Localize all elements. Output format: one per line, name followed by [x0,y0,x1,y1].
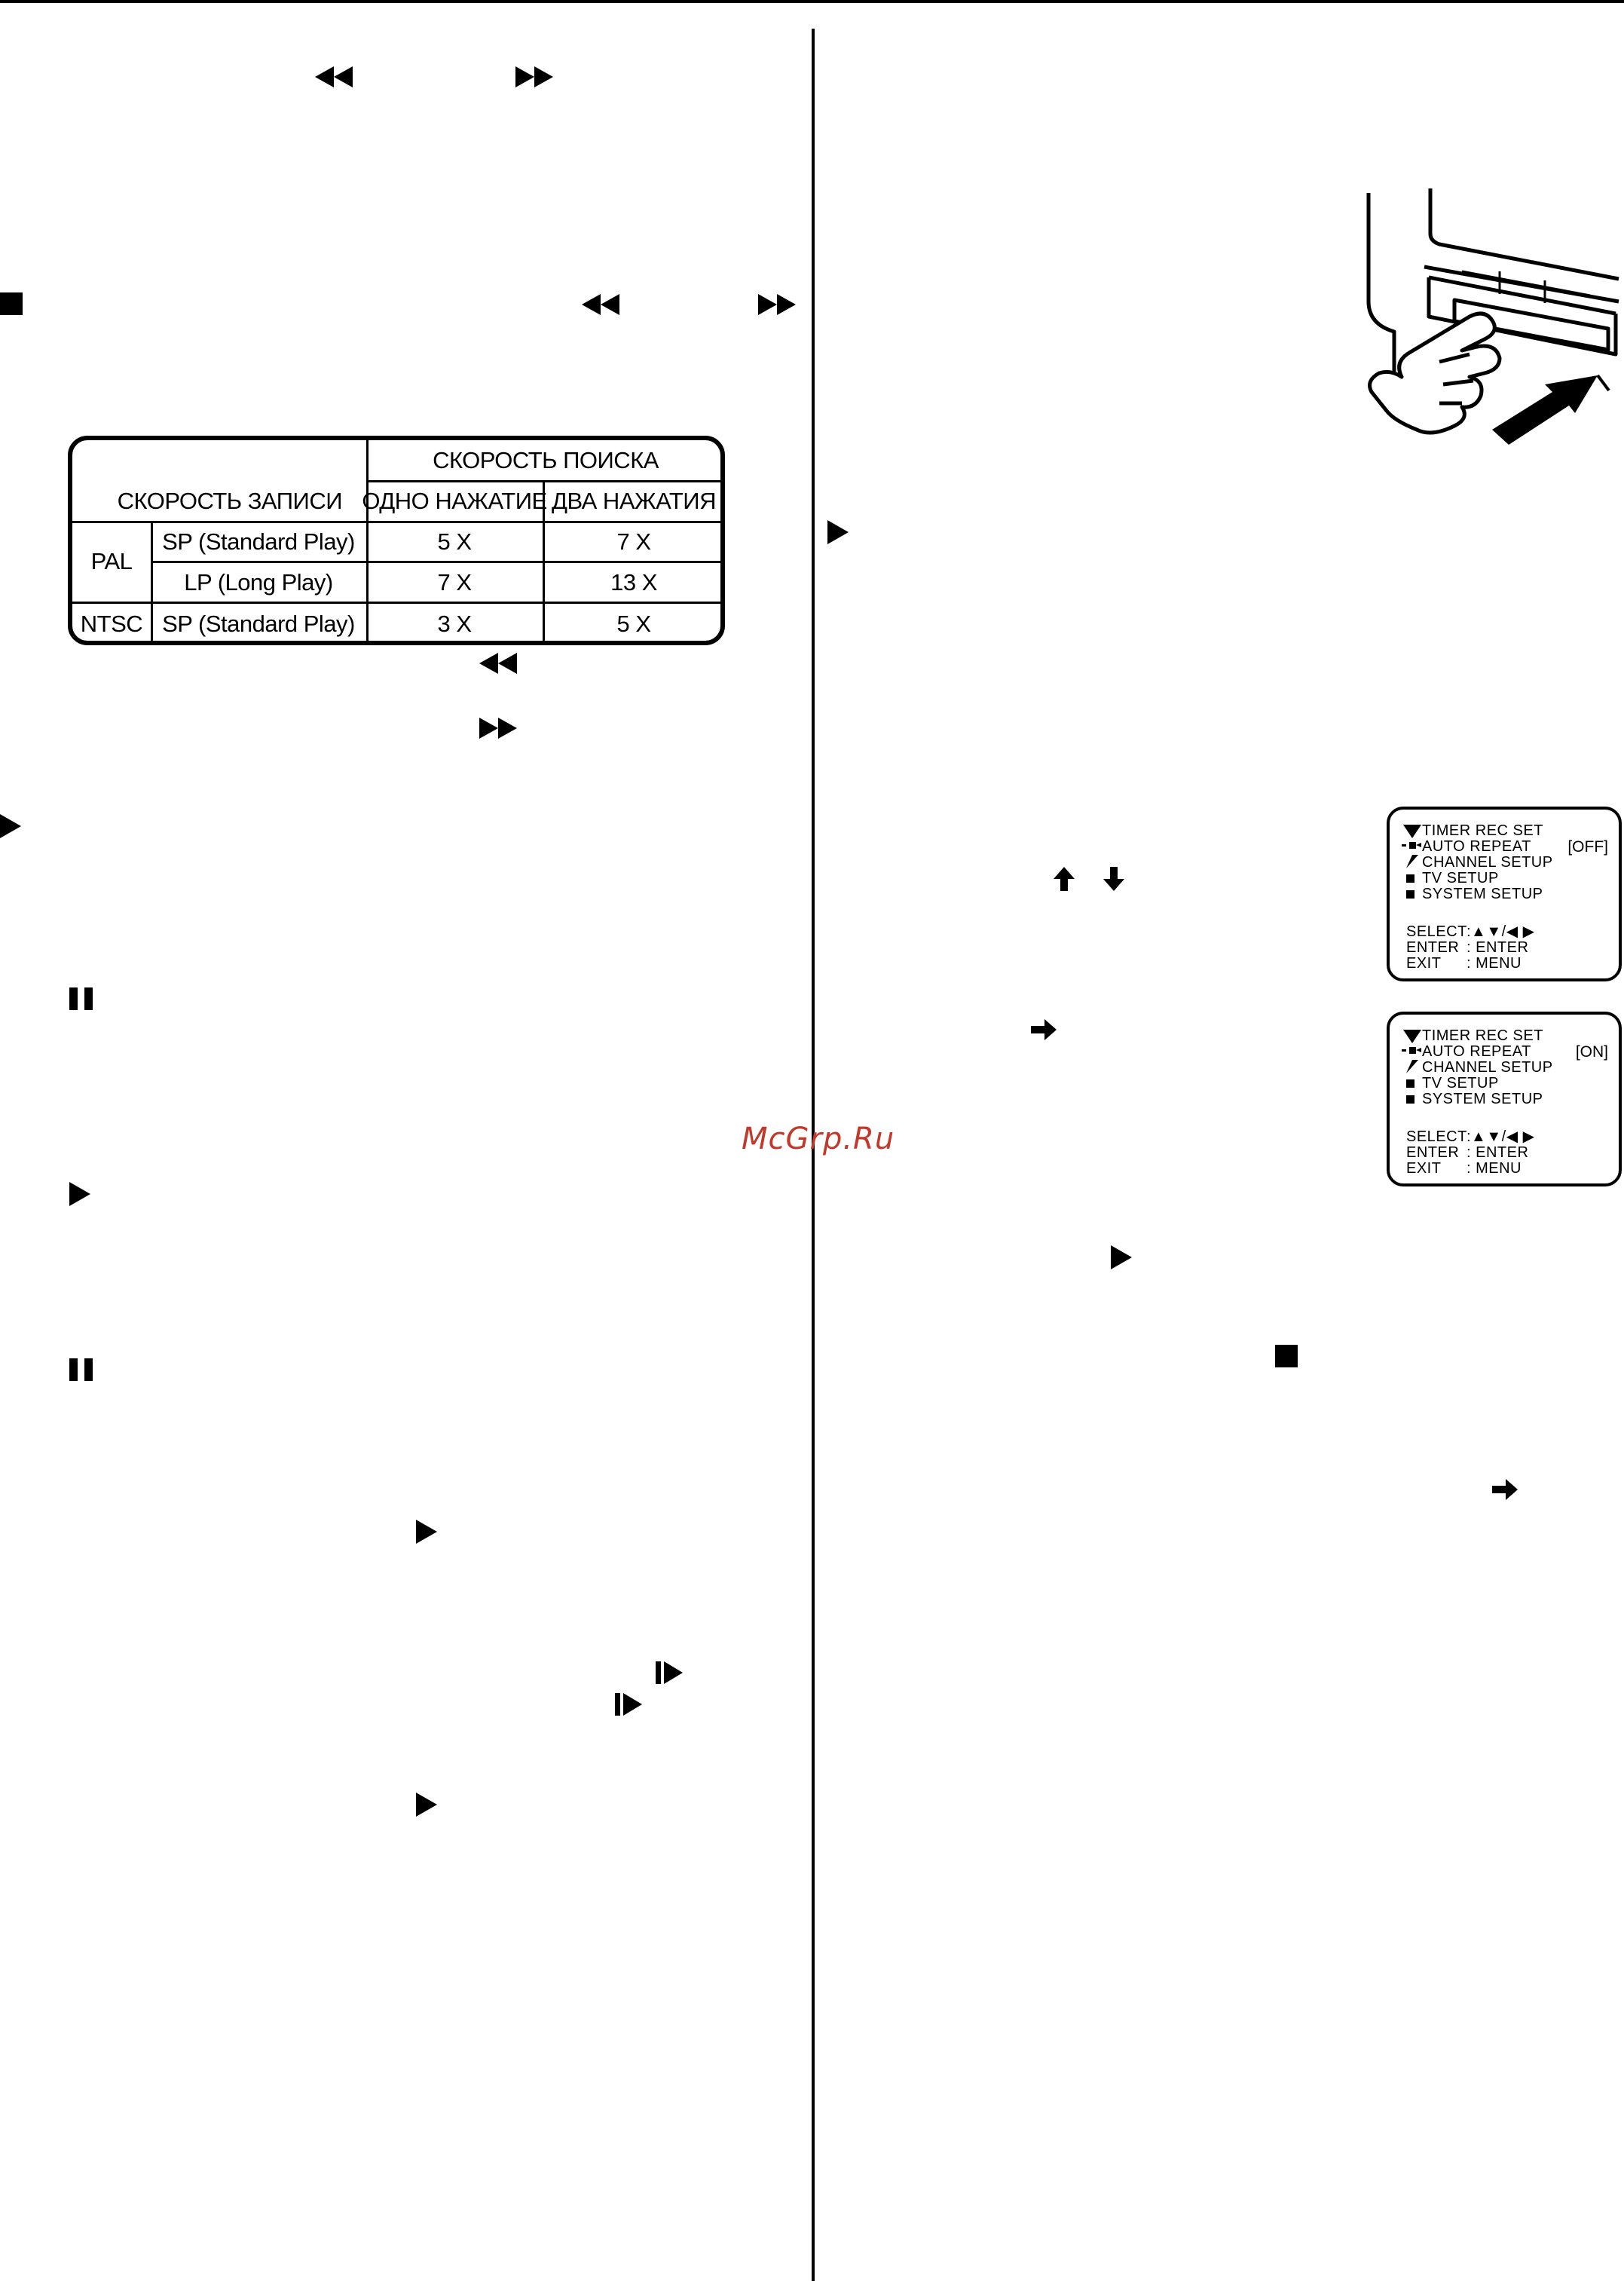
play-icon [0,814,21,838]
two-press-value: 7 X [616,528,651,555]
play-icon [827,520,849,544]
auto-repeat-status: [ON] [1575,1043,1608,1061]
play-icon [416,1520,437,1544]
osd-menu-auto-repeat-on: TIMER REC SET AUTO REPEAT CHANNEL SETUP … [1387,1012,1622,1186]
vcr-insert-illustration [1349,188,1620,460]
bullet-icon [1406,1095,1415,1104]
bullet-icon [1406,1079,1415,1088]
menu-cursor-icon [1402,825,1423,873]
system-ntsc: NTSC [80,611,143,637]
one-press-value: 7 X [437,568,472,596]
up-arrow-icon [1054,867,1075,891]
mode-cell: LP (Long Play) [184,568,333,596]
hint-label: SELECT [1406,1128,1467,1145]
pause-icon [69,987,93,1010]
menu-item: SYSTEM SETUP [1422,1091,1543,1107]
bullet-icon [1406,890,1415,899]
hint-value: : ENTER [1466,939,1529,956]
hint-value: :▲▼/◀ ▶ [1466,1128,1535,1145]
menu-item: TV SETUP [1422,1075,1499,1092]
menu-item: TIMER REC SET [1422,822,1543,839]
one-press-value: 3 X [437,611,472,637]
fast-forward-icon [758,294,796,315]
right-arrow-icon [1031,1019,1057,1040]
mode-cell: SP (Standard Play) [162,528,355,555]
two-press-header: ДВА НАЖАТИЯ [552,488,716,514]
one-press-header: ОДНО НАЖАТИЕ [362,488,547,514]
menu-item-selected: AUTO REPEAT [1422,838,1531,855]
menu-item: TV SETUP [1422,870,1499,886]
bullet-icon [1406,874,1415,883]
one-press-value: 5 X [437,528,472,555]
system-pal: PAL [90,548,133,574]
play-icon [1111,1245,1132,1269]
search-speed-header: СКОРОСТЬ ПОИСКА [433,447,659,473]
rewind-icon [479,653,517,674]
menu-item: CHANNEL SETUP [1422,1059,1553,1076]
watermark: McGrp.Ru [742,1122,895,1156]
fast-forward-icon [479,718,517,739]
hint-label: ENTER [1406,939,1460,956]
mode-cell: SP (Standard Play) [162,611,355,637]
rewind-icon [582,294,619,315]
menu-cursor-icon [1402,1030,1423,1078]
slow-icon [615,1693,642,1716]
column-divider [812,29,815,2281]
search-speed-table: СКОРОСТЬ ПОИСКА СКОРОСТЬ ЗАПИСИ ОДНО НАЖ… [68,436,725,645]
stop-icon [0,292,23,315]
osd-menu-auto-repeat-off: TIMER REC SET AUTO REPEAT CHANNEL SETUP … [1387,807,1622,981]
menu-item: CHANNEL SETUP [1422,854,1553,871]
slow-icon [656,1661,683,1684]
menu-item: TIMER REC SET [1422,1027,1543,1044]
hint-value: : ENTER [1466,1144,1529,1161]
right-arrow-icon [1492,1479,1518,1500]
hint-label: EXIT [1406,1160,1442,1177]
stop-icon [1275,1345,1298,1367]
fast-forward-icon [515,66,553,87]
two-press-value: 5 X [616,611,651,637]
play-icon [416,1793,437,1817]
two-press-value: 13 X [610,568,657,596]
menu-item: SYSTEM SETUP [1422,886,1543,902]
hint-value: :▲▼/◀ ▶ [1466,923,1535,940]
down-arrow-icon [1103,867,1124,891]
auto-repeat-status: [OFF] [1567,838,1608,856]
hint-value: : MENU [1466,1160,1522,1177]
hint-value: : MENU [1466,955,1522,972]
top-rule [0,0,1624,3]
hint-label: SELECT [1406,923,1467,940]
hint-label: ENTER [1406,1144,1460,1161]
play-icon [69,1182,90,1206]
rewind-icon [315,66,353,87]
menu-item-selected: AUTO REPEAT [1422,1043,1531,1060]
record-speed-header: СКОРОСТЬ ЗАПИСИ [117,488,343,514]
pause-icon [69,1358,93,1381]
hint-label: EXIT [1406,955,1442,972]
